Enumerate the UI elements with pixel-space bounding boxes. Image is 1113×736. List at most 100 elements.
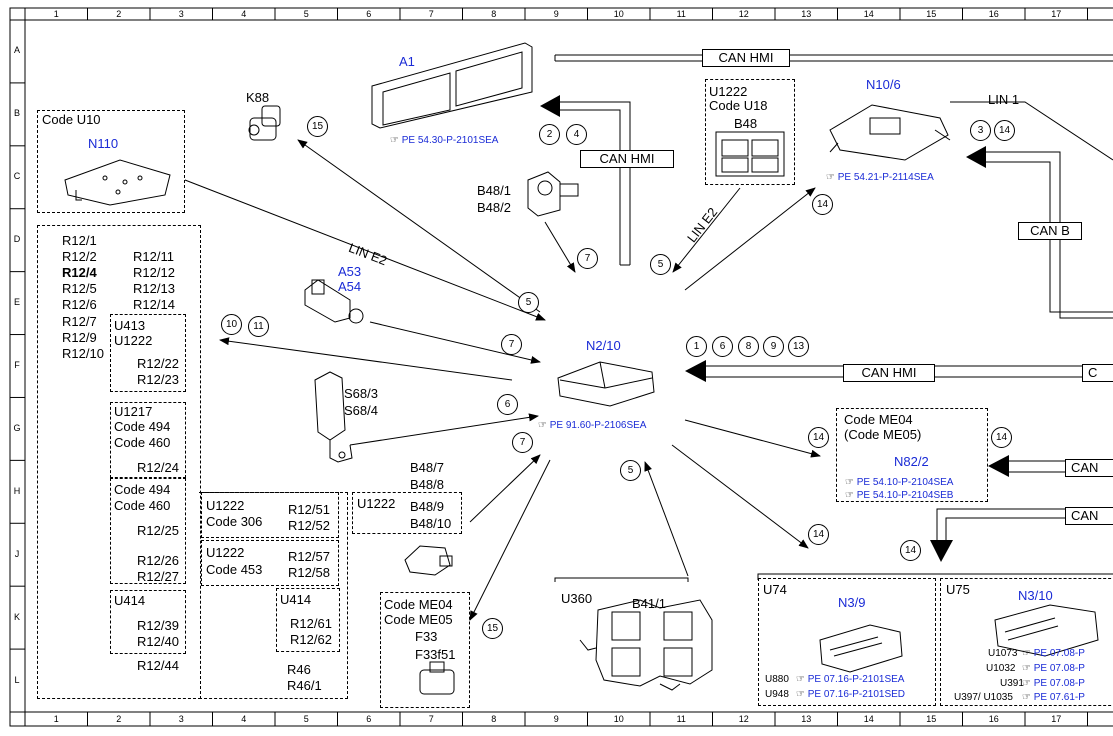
marker-14-n3-9: 14 — [808, 524, 829, 545]
code306-box — [201, 492, 339, 538]
marker-15-f33: 15 — [482, 618, 503, 639]
u1222-b-label: U1222 — [206, 498, 245, 513]
b48-2-label: B48/2 — [477, 200, 511, 215]
n3-10-ref3[interactable]: ☞ PE 07.08-P — [1022, 676, 1085, 691]
u1222-a-label: U1222 — [114, 333, 153, 348]
n2-10-ref[interactable]: ☞ PE 91.60-P-2106SEA — [538, 418, 646, 433]
a54-label: A54 — [338, 279, 362, 294]
pointing-hand-icon: ☞ — [1022, 692, 1034, 703]
n110-box — [37, 110, 185, 213]
marker-8: 8 — [738, 336, 759, 357]
grid-column-label: 13 — [801, 714, 812, 724]
code494-b-box — [110, 478, 186, 584]
r12-25-label: R12/25 — [137, 523, 179, 538]
grid-column-label: 10 — [613, 9, 624, 19]
pointing-hand-icon: ☞ — [1022, 648, 1034, 659]
grid-row-label: H — [13, 485, 21, 496]
grid-column-label: 5 — [303, 9, 309, 19]
can-hmi-mid-label: CAN HMI — [580, 150, 674, 168]
marker-7-b48: 7 — [577, 248, 598, 269]
marker-5-b41: 5 — [620, 460, 641, 481]
u414-b-box — [276, 588, 340, 652]
can-b-label: CAN B — [1018, 222, 1082, 240]
u1217-box — [110, 402, 186, 478]
n82-ref2-text: PE 54.10-P-2104SEB — [856, 490, 954, 501]
marker-6-s68: 6 — [497, 394, 518, 415]
can-n82-label: CAN — [1065, 459, 1113, 477]
grid-row-label: A — [13, 45, 20, 56]
r12-14-label: R12/14 — [133, 297, 175, 312]
pointing-hand-icon: ☞ — [1022, 663, 1034, 674]
u74-label: U74 — [763, 582, 787, 597]
n82-ref2[interactable]: ☞ PE 54.10-P-2104SEB — [845, 488, 953, 503]
grid-column-label: 10 — [613, 714, 624, 724]
grid-column-label: 17 — [1051, 9, 1062, 19]
b48-label: B48 — [734, 116, 758, 131]
grid-column-label: 6 — [366, 714, 372, 724]
grid-column-label: 14 — [863, 9, 874, 19]
grid-column-label: 17 — [1051, 714, 1062, 724]
b48-10-label: B48/10 — [410, 516, 452, 531]
marker-5-n110: 5 — [518, 292, 539, 313]
grid-column-label: 4 — [241, 9, 247, 19]
r12-44-label: R12/44 — [137, 658, 179, 673]
f33-box — [380, 592, 470, 708]
u75-label: U75 — [946, 582, 970, 597]
grid-row-label: K — [13, 611, 20, 622]
n3-9-label: N3/9 — [838, 595, 866, 610]
r12-52-label: R12/52 — [288, 518, 330, 533]
u880-label: U880 — [765, 674, 789, 685]
s68-4-label: S68/4 — [344, 403, 378, 418]
r12-61-label: R12/61 — [290, 616, 332, 631]
u948-ref[interactable]: ☞ PE 07.16-P-2101SED — [796, 687, 905, 702]
n3-10-ref1-text: PE 07.08-P — [1033, 648, 1085, 659]
b48-9-label: B48/9 — [410, 499, 444, 514]
n82-ref1-text: PE 54.10-P-2104SEA — [856, 477, 954, 488]
resistor-group-box — [37, 225, 201, 699]
n3-10-ref4[interactable]: ☞ PE 07.61-P — [1022, 690, 1085, 705]
grid-column-label: 15 — [926, 714, 937, 724]
grid-row-label: J — [14, 548, 20, 559]
grid-column-label: 7 — [428, 9, 434, 19]
can-hmi-right-label: CAN HMI — [843, 364, 935, 382]
marker-3: 3 — [970, 120, 991, 141]
grid-column-label: 16 — [988, 9, 999, 19]
marker-5-lin: 5 — [650, 254, 671, 275]
grid-column-label: 11 — [676, 9, 686, 19]
n3-10-ref1[interactable]: ☞ PE 07.08-P — [1022, 646, 1085, 661]
code494-a-label: Code 494 — [114, 419, 171, 434]
marker-14-n3: 14 — [900, 540, 921, 561]
r12-51-label: R12/51 — [288, 502, 330, 517]
n10-6-ref[interactable]: ☞ PE 54.21-P-2114SEA — [826, 170, 934, 185]
pointing-hand-icon: ☞ — [390, 135, 402, 146]
n3-10-ref2[interactable]: ☞ PE 07.08-P — [1022, 661, 1085, 676]
n10-6-ref-text: PE 54.21-P-2114SEA — [837, 172, 934, 183]
grid-column-label: 8 — [491, 714, 497, 724]
u1222-b48-box — [705, 79, 795, 185]
grid-column-label: 4 — [241, 714, 247, 724]
can-trunc-label: C — [1082, 364, 1113, 382]
u414-b-label: U414 — [280, 592, 312, 607]
u880-ref[interactable]: ☞ PE 07.16-P-2101SEA — [796, 672, 904, 687]
r12-62-label: R12/62 — [290, 632, 332, 647]
n2-10-ref-text: PE 91.60-P-2106SEA — [549, 420, 647, 431]
grid-column-label: 1 — [53, 714, 59, 724]
marker-14-can: 14 — [991, 427, 1012, 448]
n2-10-label: N2/10 — [586, 338, 621, 353]
marker-14-n10: 14 — [812, 194, 833, 215]
code494-b-label: Code 494 — [114, 482, 171, 497]
n82-ref1[interactable]: ☞ PE 54.10-P-2104SEA — [845, 475, 953, 490]
u1073-label: U1073 — [988, 648, 1018, 659]
a1-ref[interactable]: ☞ PE 54.30-P-2101SEA — [390, 133, 498, 148]
a1-ref-text: PE 54.30-P-2101SEA — [401, 135, 499, 146]
u397-u1035-label: U397/ U1035 — [954, 692, 1013, 703]
u880-ref-text: PE 07.16-P-2101SEA — [807, 674, 905, 685]
marker-9: 9 — [763, 336, 784, 357]
f33-code2: Code ME05 — [384, 612, 453, 627]
r46-label: R46 — [287, 662, 311, 677]
code-u18-label: Code U18 — [709, 98, 768, 113]
u1032-label: U1032 — [986, 663, 1016, 674]
marker-11: 11 — [248, 316, 269, 337]
